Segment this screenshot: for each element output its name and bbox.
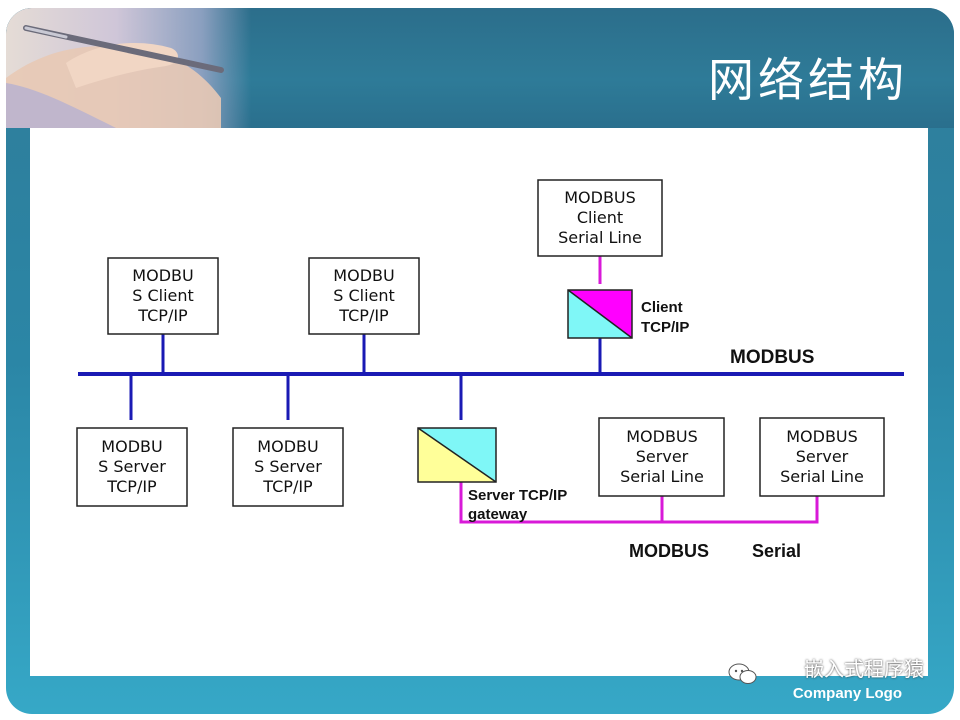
server-serial-box-2: MODBUS Server Serial Line (759, 417, 885, 497)
server-serial-1-line-1: MODBUS (626, 427, 698, 446)
hand-with-pen-image (6, 25, 224, 128)
server-serial-1-line-2: Server (636, 447, 689, 466)
client-gateway-label-2: TCP/IP (641, 319, 689, 336)
serial-bus-label-2: Serial (752, 541, 801, 561)
serial-bus-label-1: MODBUS (629, 541, 709, 561)
server-tcp-1-line-2: S Server (98, 457, 166, 476)
client-tcp-1-line-3: TCP/IP (137, 306, 188, 325)
server-gateway-icon (417, 427, 497, 483)
server-serial-box-1: MODBUS Server Serial Line (598, 417, 725, 497)
server-gateway-label-2: gateway (468, 506, 528, 523)
client-tcp-box-2: MODBU S Client TCP/IP (308, 257, 420, 335)
server-tcp-2-line-3: TCP/IP (262, 477, 313, 496)
client-tcp-2-line-3: TCP/IP (338, 306, 389, 325)
server-tcp-1-line-3: TCP/IP (106, 477, 157, 496)
client-tcp-1-line-2: S Client (132, 286, 194, 305)
watermark-text: 嵌入式程序猿 (804, 657, 924, 681)
client-tcp-2-line-1: MODBU (333, 266, 394, 285)
header-photo (6, 8, 251, 128)
server-gateway-label-1: Server TCP/IP (468, 487, 567, 504)
server-tcp-box-2: MODBU S Server TCP/IP (232, 427, 344, 507)
content-area: MODBUS MODBUS Client Serial Line (30, 128, 928, 676)
client-serial-line-3: Serial Line (558, 228, 642, 247)
client-serial-box: MODBUS Client Serial Line (537, 179, 663, 257)
server-tcp-box-1: MODBU S Server TCP/IP (76, 427, 188, 507)
client-tcp-box-1: MODBU S Client TCP/IP (107, 257, 219, 335)
server-tcp-2-line-1: MODBU (257, 437, 318, 456)
modbus-serial-line (459, 481, 819, 524)
server-tcp-2-line-2: S Server (254, 457, 322, 476)
client-gateway-icon (567, 289, 633, 339)
bus-label: MODBUS (730, 347, 814, 368)
server-serial-1-line-3: Serial Line (620, 467, 704, 486)
client-serial-line-2: Client (577, 208, 623, 227)
server-tcp-1-line-1: MODBU (101, 437, 162, 456)
client-tcp-1-line-1: MODBU (132, 266, 193, 285)
client-serial-line-1: MODBUS (564, 188, 636, 207)
slide: 网络结构 MODBUS MODBUS Client Serial Line (6, 8, 954, 714)
header-bar: 网络结构 (6, 8, 954, 128)
server-serial-2-line-2: Server (796, 447, 849, 466)
client-gateway-label-1: Client (641, 299, 683, 316)
server-serial-2-line-3: Serial Line (780, 467, 864, 486)
page-title: 网络结构 (708, 53, 908, 107)
client-tcp-2-line-2: S Client (333, 286, 395, 305)
network-diagram: MODBUS MODBUS Client Serial Line (76, 179, 904, 561)
company-logo-text: Company Logo (792, 685, 902, 702)
server-serial-2-line-1: MODBUS (786, 427, 858, 446)
chat-bubbles-icon (728, 663, 757, 684)
